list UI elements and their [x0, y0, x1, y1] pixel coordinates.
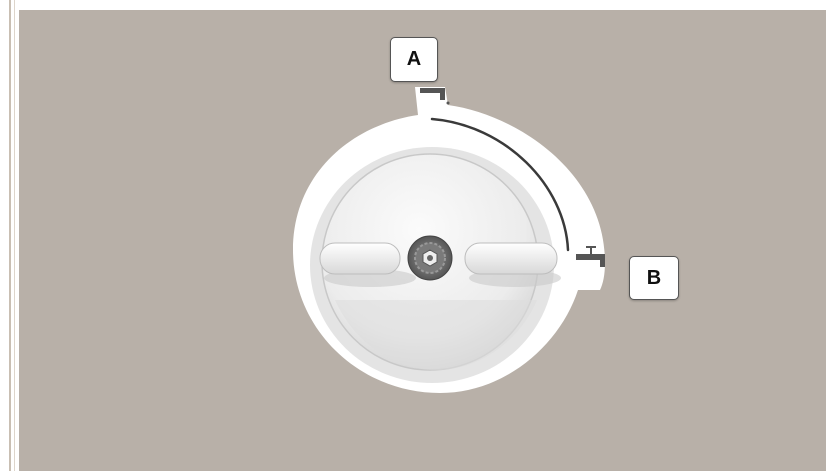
label-b[interactable]: B: [629, 256, 679, 300]
label-a[interactable]: A: [390, 37, 438, 82]
right-handle[interactable]: [465, 243, 561, 287]
valve-knob-icon[interactable]: [408, 236, 452, 280]
